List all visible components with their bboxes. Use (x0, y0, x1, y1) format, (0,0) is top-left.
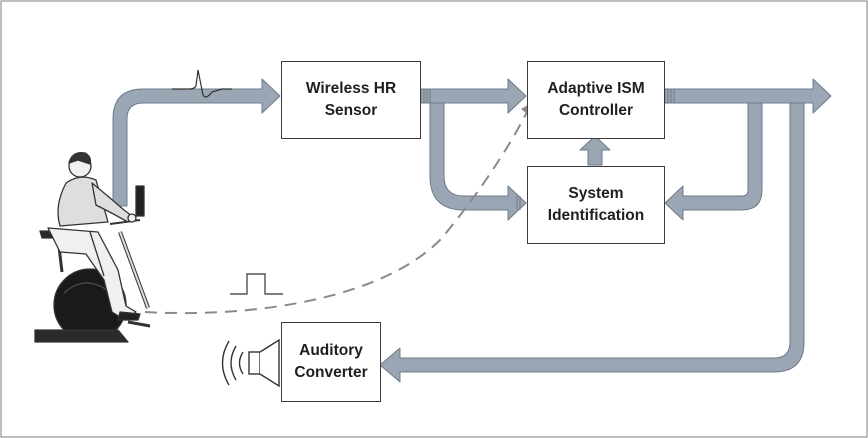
auditory-converter-line2: Converter (294, 364, 368, 381)
square-pulse-icon (230, 273, 283, 295)
wireless-hr-sensor-line1: Wireless HR (305, 80, 397, 97)
adaptive-ism-controller-line1: Adaptive ISM (547, 80, 645, 97)
wireless-hr-sensor-line2: Sensor (324, 102, 378, 119)
flow-arrow-feedback-to-sysid (664, 102, 763, 221)
auditory-converter-line1: Auditory (299, 342, 363, 359)
adaptive-ism-controller-block: Adaptive ISM Controller (527, 61, 665, 139)
flow-arrow-cyclist-to-sensor (112, 78, 281, 207)
flow-arrow-sysid-to-controller (579, 135, 611, 166)
system-identification-line1: System (568, 185, 624, 202)
flow-arrow-output-to-auditory (379, 102, 805, 383)
system-identification-line2: Identification (547, 207, 645, 224)
flow-arrow-controller-output (664, 78, 832, 114)
auditory-converter-block: Auditory Converter (281, 322, 381, 402)
dashed-wireless-link (144, 111, 528, 315)
pipe-entry-marks (423, 89, 675, 210)
speaker-icon (221, 338, 280, 388)
adaptive-ism-controller-line2: Controller (558, 102, 634, 119)
ecg-waveform-icon (172, 69, 232, 98)
system-identification-block: System Identification (527, 166, 665, 244)
flow-arrow-sensor-to-sysid (429, 102, 527, 221)
wireless-hr-sensor-block: Wireless HR Sensor (281, 61, 421, 139)
exercise-bike-cyclist-icon (34, 152, 151, 343)
